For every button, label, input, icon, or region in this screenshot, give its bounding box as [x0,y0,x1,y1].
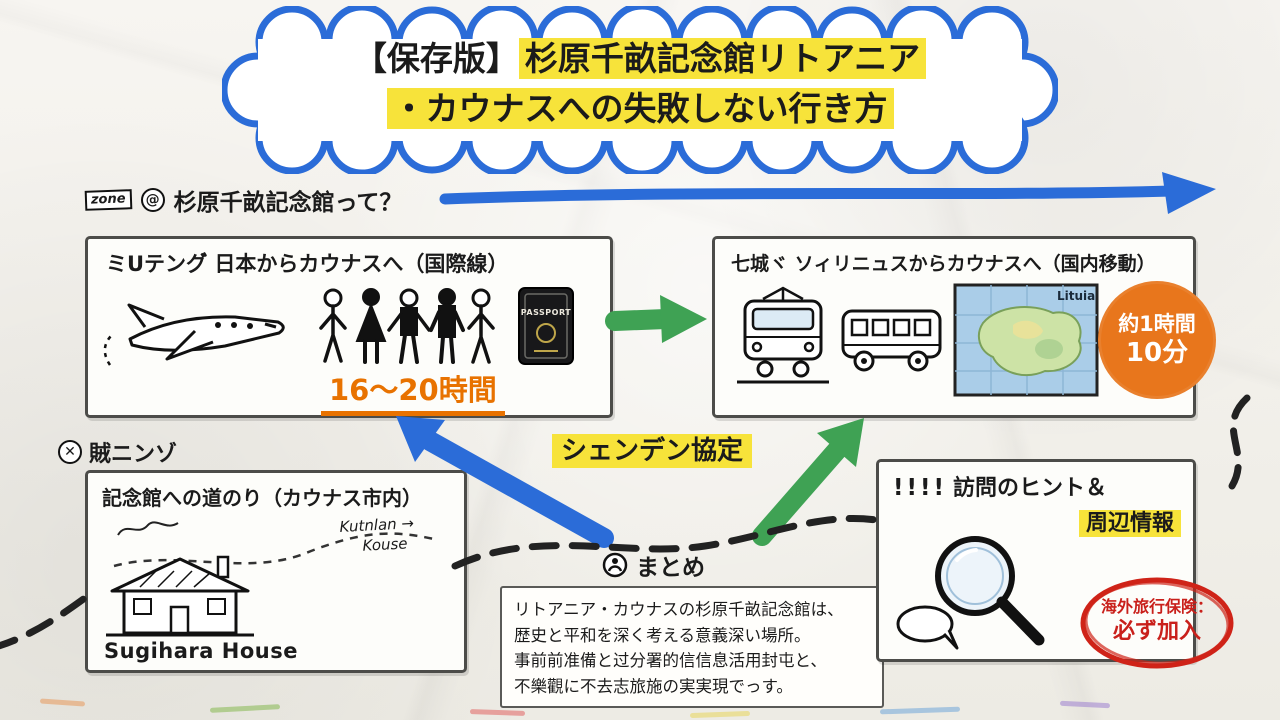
house-label: Sugihara House [104,639,298,663]
zone-heading: zone @ 杉原千畝記念館って？ [84,183,403,217]
title-line2: ・カウナスへの失敗しない行き方 [222,84,1058,134]
pencil-scribble [469,709,526,716]
red-circle-icon [1080,577,1234,669]
tips-subtitle-text: 周辺情報 [1078,510,1181,537]
lithuania-map-icon: Lituia [953,283,1099,397]
travelers-icon [319,288,495,364]
schengen-label: シェンデン協定 [552,434,753,468]
summary-line: リトアニア・カウナスの杉原千畝記念館は、 [514,600,844,619]
box-international-header: ミUテング゙ 日本からカウナスへ（国際線） [106,252,509,276]
timeline-arrow-blue [439,185,1178,205]
passport-text: PASSPORT [521,308,571,317]
step-arrowhead-green [660,295,707,343]
route-sketch [113,521,435,568]
tips-header-line1: !!!!訪問のヒント＆ [893,470,1181,502]
summary-line: 不樂觀に不去志旅施の実実現でっす。 [514,676,793,696]
summary-icon [602,552,628,578]
access-label: 賊ニンゾ [89,442,178,467]
circle-x-icon: ✕ [58,440,82,464]
dashed-path-left [0,586,100,650]
diagonal-arrowhead-blue [396,416,445,462]
domestic-duration-badge: 約1時間 10分 [1098,281,1216,399]
pencil-scribble [689,710,751,719]
insurance-line1: 海外旅行保険： [1100,597,1213,616]
timeline-arrowhead [1162,172,1216,214]
circled-a-icon: @ [140,188,165,212]
pencil-scribble [39,698,86,707]
bus-icon [841,309,942,372]
step-arrow-green [605,309,676,331]
insurance-text: 海外旅行保険： 必ず加入 [1078,597,1236,646]
map-label: Lituia [1057,289,1095,303]
box-route: 記念館への道のり（カウナス市内） Kutnlan → Kouse Sugihar… [85,470,467,673]
insurance-line2: 必ず加入 [1112,618,1201,644]
page-title: 【保存版】杉原千畝記念館リトアニア ・カウナスへの失敗しない行き方 [222,34,1058,133]
sugihara-house-icon [106,555,254,637]
train-icon [737,286,829,384]
dashed-path-right [1228,394,1251,490]
pencil-scribble [1059,700,1111,709]
diagonal-arrow-green [752,439,848,546]
box-domestic-header: 七城ヾ ソィリニュスからカウナスへ（国内移動） [731,253,1156,275]
box-route-header: 記念館への道のり（カウナス市内） [102,486,422,510]
box-international: ミUテング゙ 日本からカウナスへ（国際線） [85,236,613,418]
summary-line: 事前前准備と过分署的信信息活用封屯と、 [514,651,827,671]
duration-line1: 約1時間 [1118,311,1196,336]
insurance-badge: 海外旅行保険： 必ず加入 [1078,575,1236,672]
schengen-note: シェンデン協定 [552,430,753,468]
zone-tag: zone [84,189,132,211]
tips-header: !!!!訪問のヒント＆ 周辺情報 [893,470,1181,537]
airplane-icon [103,303,285,366]
access-heading: ✕ 賊ニンゾ [58,436,177,468]
title-line1: 【保存版】杉原千畝記念館リトアニア [222,34,1058,84]
route-note: Kutnlan → Kouse [339,513,416,557]
summary-title: まとめ [636,555,705,581]
passport-icon: PASSPORT [518,287,574,365]
magnifier-icon [896,536,1045,650]
flight-duration: 16〜20時間 [321,367,505,416]
pencil-scribble [879,706,961,715]
summary-box: リトアニア・カウナスの杉原千畝記念館は、 歴史と平和を深く考える意義深い場所。 … [500,586,884,708]
title-cloud: 【保存版】杉原千畝記念館リトアニア ・カウナスへの失敗しない行き方 [220,2,1060,178]
zone-label: 杉原千畝記念館って？ [173,190,403,216]
tips-title-text: 訪問のヒント＆ [952,476,1107,501]
route-note-line2: Kouse [362,534,408,556]
duration-line2: 10分 [1125,337,1189,368]
exclamation-marks: !!!! [893,475,947,501]
pencil-scribble [209,704,281,713]
box-tips: !!!!訪問のヒント＆ 周辺情報 [876,459,1196,662]
summary-line: 歴史と平和を深く考える意義深い場所。 [514,625,811,645]
tips-header-line2: 周辺情報 [893,505,1181,537]
summary-heading: まとめ [602,548,705,582]
diagonal-arrowhead-green [817,418,864,467]
